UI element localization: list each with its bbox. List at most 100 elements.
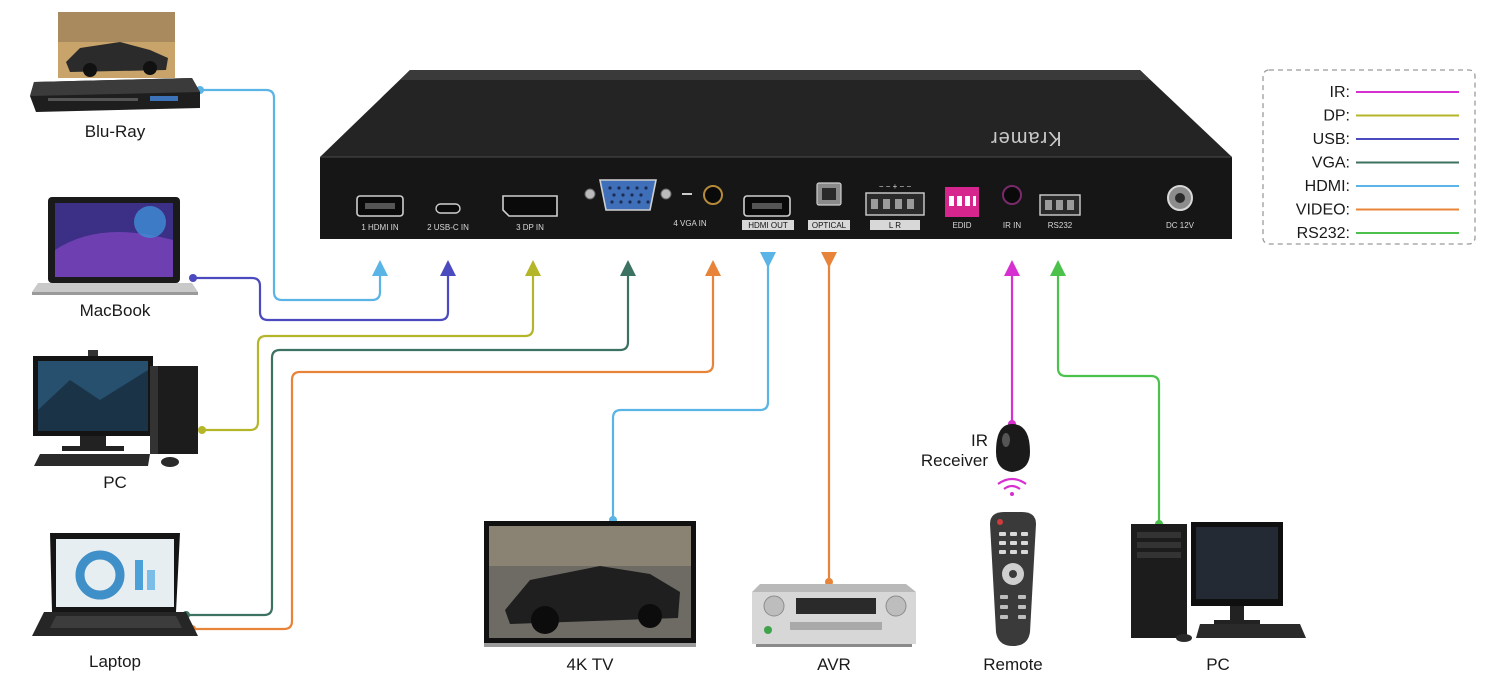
laptop-chart-bar [135, 560, 143, 590]
pc-left-webcam [88, 350, 98, 356]
pc-right-tower-bay [1137, 532, 1181, 538]
port-ir-in-label: IR IN [1003, 221, 1021, 230]
macbook-base [32, 283, 198, 292]
macbook-label: MacBook [80, 301, 151, 320]
wireless-icon [997, 477, 1027, 496]
remote-button [1000, 615, 1008, 619]
cable-macbook-usb [193, 262, 450, 322]
port-hdmi-out-inner [752, 203, 782, 209]
remote-buttons [999, 532, 1028, 554]
terminal-screw [883, 199, 890, 209]
bluray-player-top [30, 78, 200, 96]
remote-power [997, 519, 1003, 525]
avr-top [752, 584, 916, 592]
arrow-rs232 [1050, 260, 1066, 276]
terminal-screw [871, 199, 878, 209]
port-edid-label: EDID [952, 221, 971, 230]
remote-button [1018, 605, 1026, 609]
remote-button [1018, 595, 1026, 599]
port-dc-inner [1175, 193, 1185, 203]
ir-receiver-label-2: Receiver [921, 451, 988, 470]
dip-levers [949, 196, 976, 206]
avr-label: AVR [817, 655, 851, 674]
vga-screw-right [660, 188, 672, 200]
cables [186, 88, 1161, 631]
legend-label: USB: [1313, 131, 1350, 148]
vga-pin [628, 200, 632, 204]
port-audio-jack [703, 185, 723, 205]
macbook-flower [134, 206, 166, 238]
port-vga-in-label: 4 VGA IN [673, 219, 707, 228]
avr-knob-left [763, 595, 785, 617]
laptop-keys [50, 616, 182, 628]
legend-label: DP: [1323, 108, 1350, 125]
bluray-display [150, 96, 178, 101]
rs232-screw [1056, 200, 1063, 210]
unit-brand: Kramer [990, 127, 1062, 149]
wireless-dot [1010, 492, 1014, 496]
arrow-dp-in [525, 260, 541, 276]
arrow-usbc-in [440, 260, 456, 276]
vga-pin [635, 186, 639, 190]
macbook-wallpaper [55, 232, 173, 277]
ir-receiver-shine [1002, 433, 1010, 447]
tv-sky [489, 526, 691, 566]
vga-pin [608, 186, 612, 190]
port-audio-label: L R [889, 221, 901, 230]
device-laptop: Laptop [32, 533, 198, 671]
cable-pc-dp [202, 262, 535, 432]
bluray-label: Blu-Ray [85, 122, 146, 141]
terminal-screw [907, 199, 914, 209]
vga-pin [644, 186, 648, 190]
arrow-hdmi-out [760, 252, 776, 268]
vga-screw-left [584, 188, 596, 200]
dip-lever [965, 196, 970, 206]
bluray-car-wheel [83, 63, 97, 77]
avr-knob-right [885, 595, 907, 617]
vga-pin [612, 193, 616, 197]
wireless-arc-outer [997, 477, 1027, 485]
vga-pin [619, 200, 623, 204]
remote-button [1010, 532, 1017, 536]
dot-pc-left [198, 426, 206, 434]
legend-rows: IR:DP:USB:VGA:HDMI:VIDEO:RS232: [1296, 84, 1459, 242]
legend-label: IR: [1330, 84, 1350, 101]
port-optical-inner [822, 188, 836, 200]
rs232-screws [1045, 200, 1074, 210]
remote-buttons-lower [1000, 595, 1026, 619]
legend-label: RS232: [1297, 225, 1350, 242]
vga-pin [630, 193, 634, 197]
dot-macbook [189, 274, 197, 282]
pc-left-keyboard [34, 454, 150, 466]
port-hdmi-out-label: HDMI OUT [748, 221, 788, 230]
unit-top [320, 70, 1232, 157]
remote-button [1021, 541, 1028, 545]
pc-left-tower-side [150, 366, 158, 454]
tv-label: 4K TV [567, 655, 615, 674]
arrow-vga-in [620, 260, 636, 276]
device-remote: Remote [983, 512, 1043, 674]
remote-button [999, 550, 1006, 554]
device-bluray: Blu-Ray [30, 12, 200, 141]
device-pc-right: PC [1131, 522, 1306, 674]
ir-receiver-label-1: IR [971, 431, 988, 450]
pc-left-stand-base [62, 446, 124, 451]
port-dp-in [502, 195, 558, 217]
pc-right-keyboard [1196, 624, 1306, 638]
laptop-screen [56, 539, 174, 607]
laptop-chart-bar [147, 570, 155, 590]
pc-right-tower [1131, 524, 1187, 638]
port-ir-in [1002, 185, 1022, 205]
switcher-unit: Kramer 1 HDMI IN 2 USB-C IN 3 DP IN 4 VG… [320, 70, 1232, 239]
wireless-arc-inner [1003, 484, 1021, 490]
device-pc-left: PC [33, 350, 198, 492]
legend-label: HDMI: [1305, 178, 1350, 195]
vga-pin [626, 186, 630, 190]
arrow-hdmi-in [372, 260, 388, 276]
pc-left-wallpaper [38, 370, 148, 431]
avr-feet [756, 644, 912, 647]
terminal-signs: − − + − − [879, 182, 912, 191]
tv-stand [484, 643, 696, 647]
terminal-screws [871, 199, 914, 209]
pc-right-screen [1196, 527, 1278, 599]
